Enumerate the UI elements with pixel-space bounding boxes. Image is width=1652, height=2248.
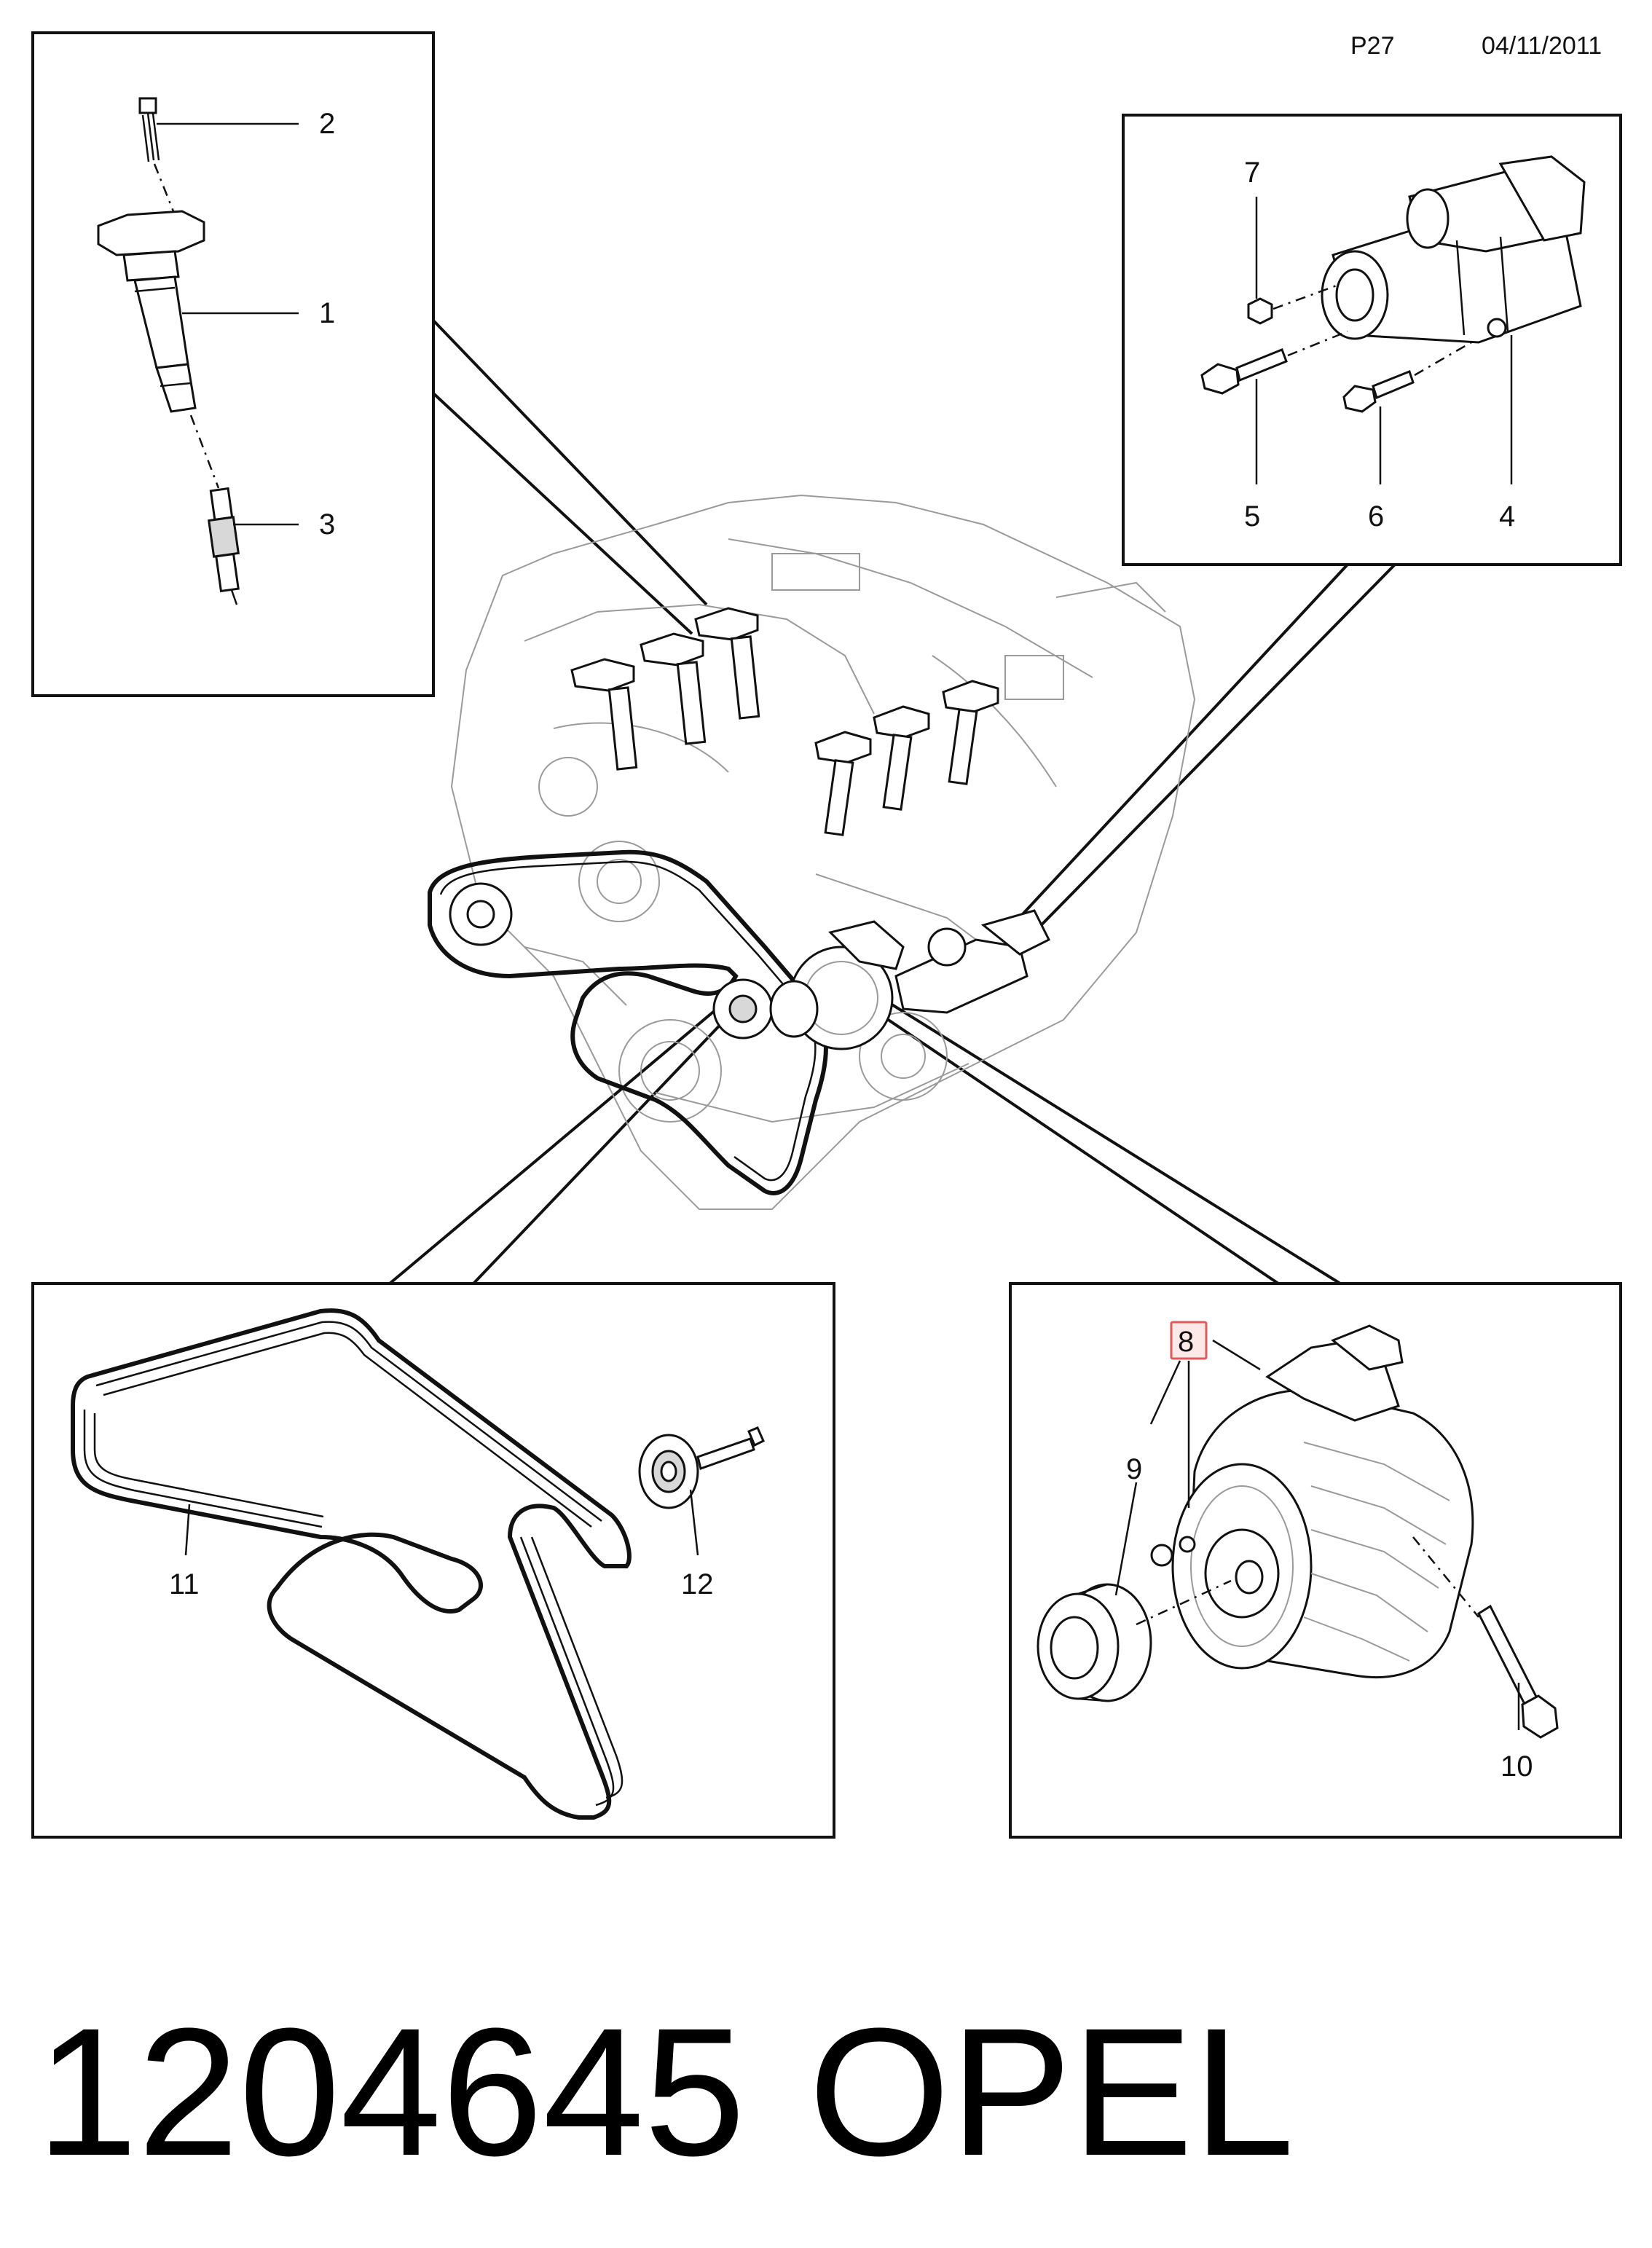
callout-12: 12	[681, 1568, 714, 1600]
starter-stud	[1342, 341, 1472, 413]
engine-alternator	[769, 920, 905, 1050]
callout-2: 2	[319, 108, 335, 140]
alternator	[1150, 1324, 1474, 1678]
engine-starter	[894, 909, 1051, 1014]
part-number: 1204645	[36, 1990, 745, 2193]
ignition-coil-panel: 2 1 3	[31, 31, 435, 697]
engine-coils-bank-2	[814, 680, 999, 836]
callout-7: 7	[1244, 157, 1260, 189]
callout-6: 6	[1368, 500, 1384, 532]
callout-8[interactable]: 8	[1178, 1326, 1194, 1358]
connector-lines	[388, 319, 1396, 1285]
starter-nut	[1247, 284, 1337, 325]
coil-bolt	[138, 97, 160, 162]
callout-10: 10	[1500, 1750, 1533, 1783]
page-code: P27	[1350, 32, 1395, 60]
callout-4: 4	[1499, 500, 1515, 532]
starter-motor-panel: 7 5 6 4	[1122, 114, 1622, 566]
tensioner-pulley	[638, 1426, 765, 1509]
page-date: 04/11/2011	[1482, 32, 1602, 60]
alternator-panel: 8	[1009, 1282, 1622, 1839]
engine-assembly	[428, 494, 1196, 1210]
drive-belt	[71, 1308, 632, 1820]
belt-panel: 11 12	[31, 1282, 835, 1839]
callout-9: 9	[1126, 1453, 1142, 1485]
callout-3: 3	[319, 508, 335, 541]
ignition-coil	[97, 210, 205, 413]
engine-coils-bank-1	[570, 607, 760, 771]
callout-8-highlight[interactable]	[1170, 1321, 1208, 1360]
starter-bolt	[1200, 330, 1348, 395]
callout-1: 1	[319, 297, 335, 329]
callout-11: 11	[169, 1568, 200, 1600]
callout-5: 5	[1244, 500, 1260, 532]
starter-motor	[1321, 155, 1586, 344]
spark-plug	[207, 487, 240, 605]
brand-name: OPEL	[809, 1990, 1294, 2193]
alternator-pulley	[1037, 1579, 1232, 1702]
alternator-bolt	[1412, 1536, 1559, 1739]
